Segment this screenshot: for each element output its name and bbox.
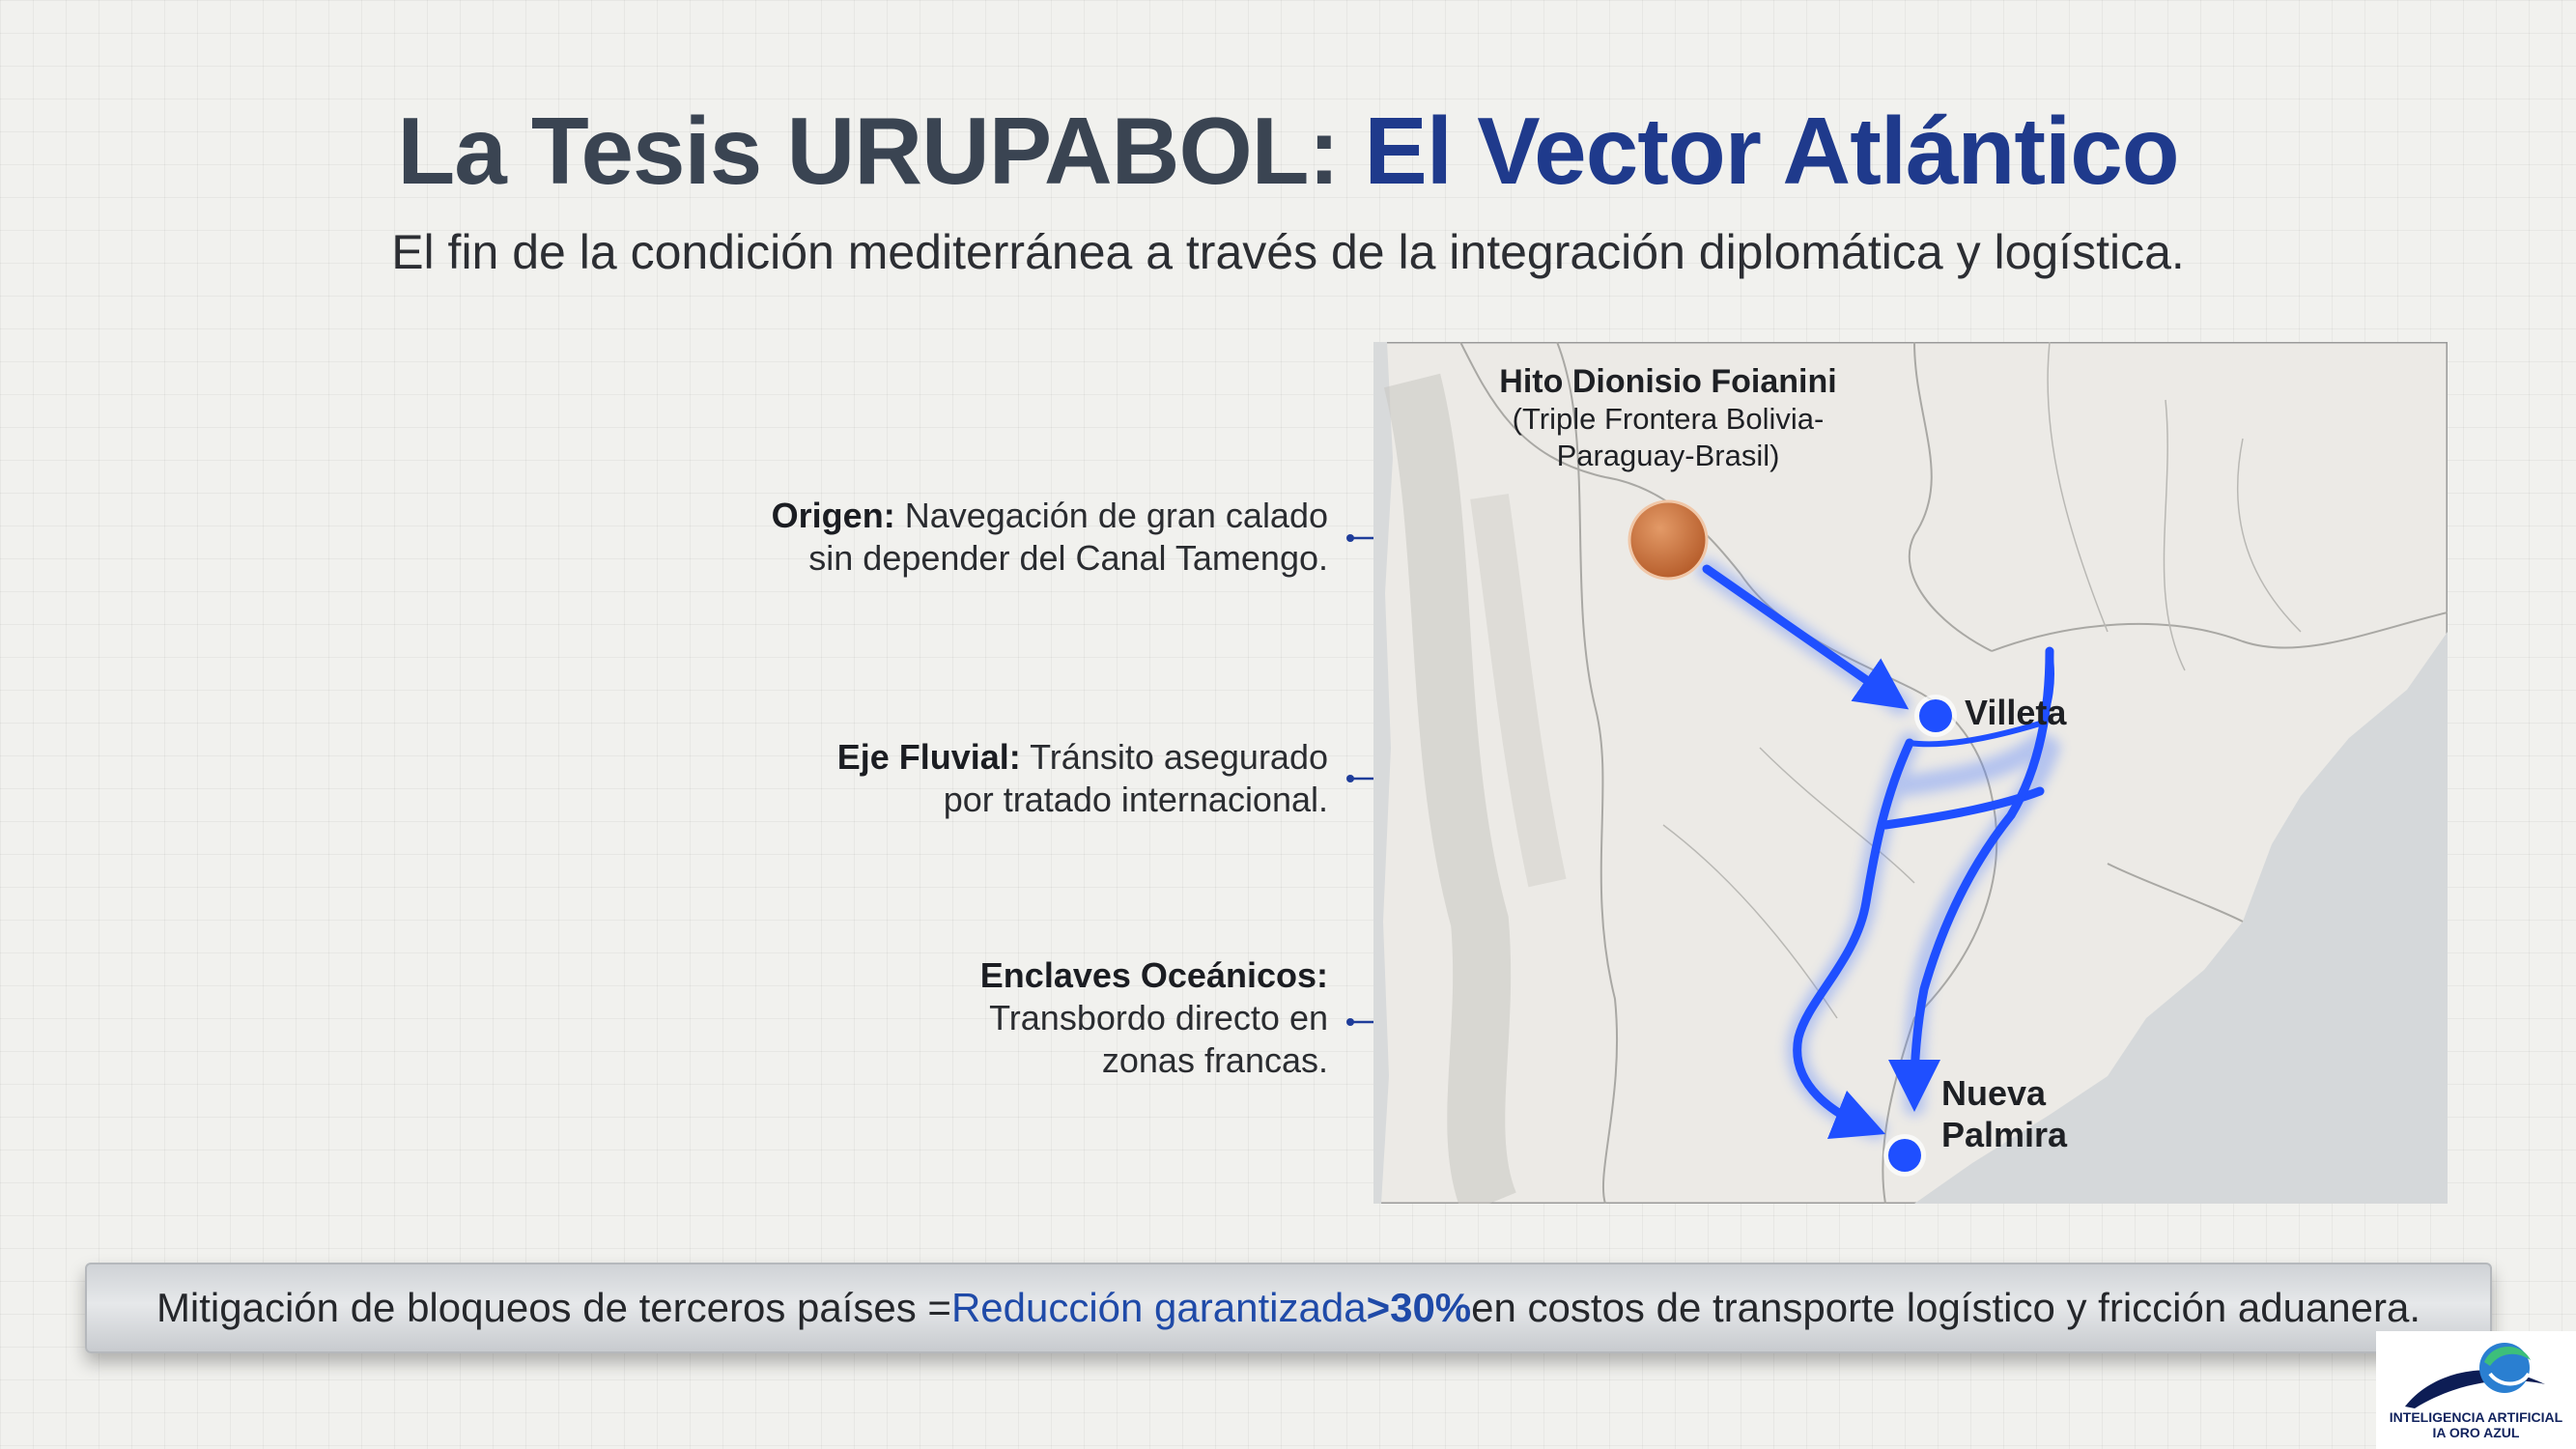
villeta-label: Villeta — [1965, 693, 2067, 732]
pacific-ocean — [1373, 342, 1393, 1204]
logo-emblem-icon — [2405, 1343, 2545, 1408]
banner-post: en costos de transporte logístico y fric… — [1471, 1285, 2421, 1330]
callout-origen-label: Origen: — [771, 496, 895, 535]
hito-sub1: (Triple Frontera Bolivia- — [1513, 402, 1825, 436]
callout-origen-text1: Navegación de gran calado — [894, 496, 1328, 535]
logo-line2: IA ORO AZUL — [2432, 1425, 2520, 1440]
banner-value: >30% — [1366, 1285, 1472, 1330]
title-main: La Tesis URUPABOL: — [397, 98, 1365, 204]
route-lines — [1702, 564, 2054, 1140]
callout-eje-label: Eje Fluvial: — [836, 737, 1021, 777]
route-west-branch — [1793, 738, 1914, 1140]
callout-eje-text1: Tránsito asegurado — [1020, 737, 1328, 777]
logo-line1: INTELIGENCIA ARTIFICIAL — [2389, 1409, 2563, 1425]
nueva-palmira-marker — [1888, 1139, 1921, 1172]
hito-title: Hito Dionisio Foianini — [1499, 363, 1836, 400]
callout-origen-line1: Origen: Navegación de gran calado — [772, 495, 1328, 537]
brand-logo: INTELIGENCIA ARTIFICIAL IA ORO AZUL — [2376, 1331, 2576, 1449]
callout-eje-line2: por tratado internacional. — [943, 780, 1328, 819]
banner-pre: Mitigación de bloqueos de terceros paíse… — [156, 1285, 951, 1330]
callout-enclaves: Enclaves Oceánicos: Transbordo directo e… — [980, 954, 1328, 1082]
callout-eje-line1: Eje Fluvial: Tránsito asegurado — [837, 736, 1328, 779]
summary-banner: Mitigación de bloqueos de terceros paíse… — [85, 1263, 2492, 1353]
callout-enclaves-line2: Transbordo directo en — [989, 998, 1328, 1037]
route-map: Hito Dionisio Foianini (Triple Frontera … — [1373, 342, 2448, 1204]
page-title: La Tesis URUPABOL: El Vector Atlántico — [0, 97, 2576, 206]
banner-highlight: Reducción garantizada — [950, 1285, 1367, 1330]
callout-origen: Origen: Navegación de gran calado sin de… — [772, 495, 1328, 580]
atlantic-ocean — [1914, 632, 2448, 1204]
callout-enclaves-line1: Enclaves Oceánicos: — [980, 954, 1328, 997]
origin-marker — [1628, 499, 1709, 581]
callout-enclaves-label: Enclaves Oceánicos: — [979, 955, 1328, 995]
page-subtitle: El fin de la condición mediterránea a tr… — [391, 225, 2185, 279]
palmira-label: Palmira — [1941, 1115, 2068, 1154]
nueva-label: Nueva — [1941, 1073, 2047, 1113]
title-accent: El Vector Atlántico — [1364, 98, 2179, 204]
villeta-marker — [1919, 699, 1952, 732]
hito-sub2: Paraguay-Brasil) — [1557, 439, 1780, 472]
route-origin-villeta — [1702, 564, 1910, 710]
callout-origen-line2: sin depender del Canal Tamengo. — [808, 538, 1328, 578]
callout-enclaves-line3: zonas francas. — [1101, 1040, 1328, 1080]
route-east-branch — [1888, 646, 2054, 1112]
andes-relief — [1383, 373, 1517, 1204]
callout-eje-fluvial: Eje Fluvial: Tránsito asegurado por trat… — [837, 736, 1328, 821]
